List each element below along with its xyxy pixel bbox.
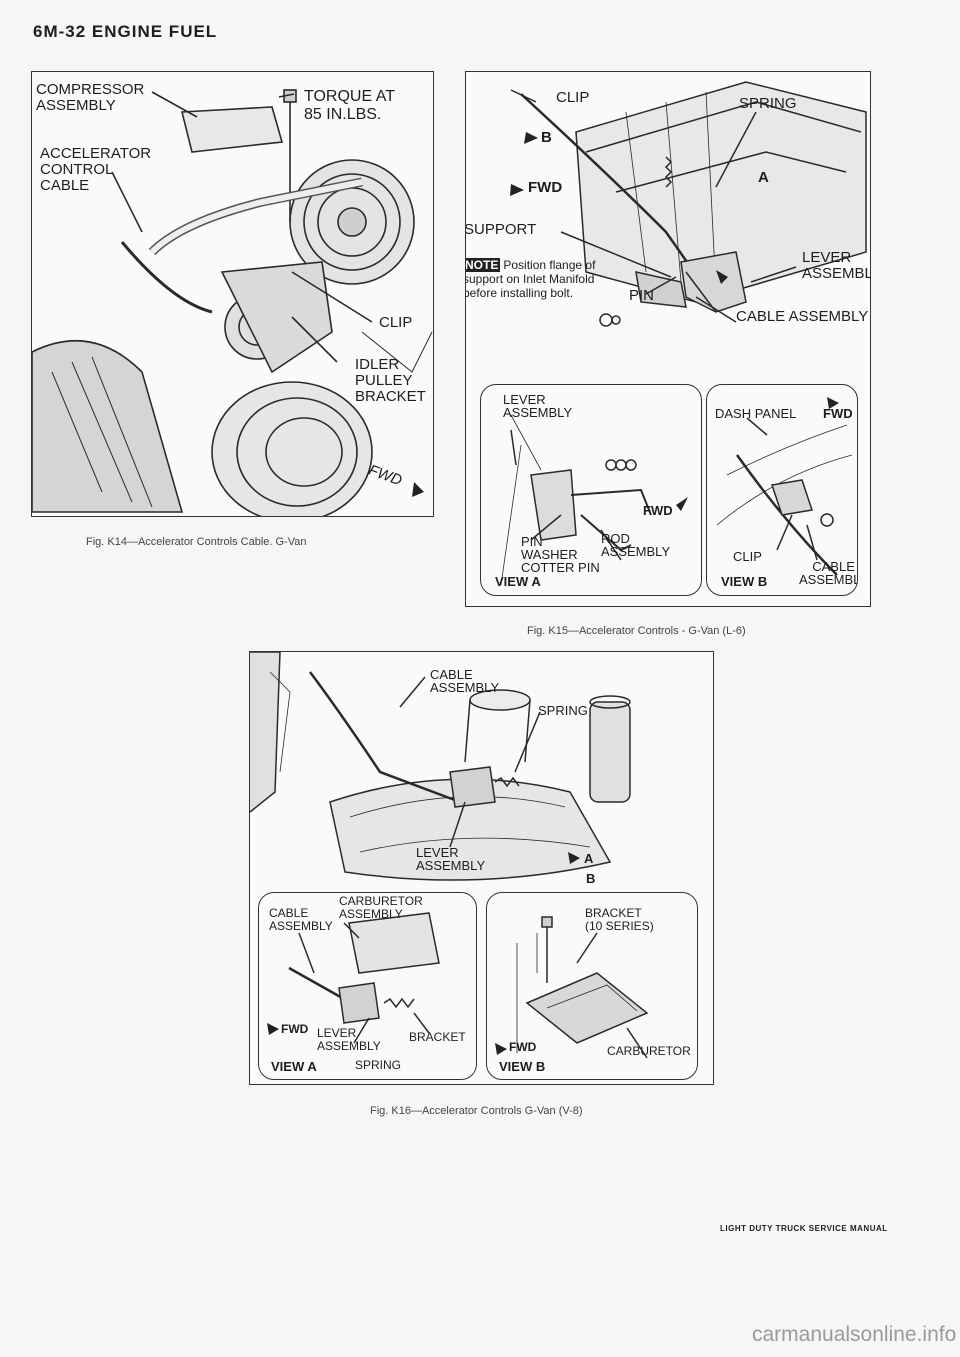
view-b-label-dash: DASH PANEL	[715, 406, 797, 421]
k14-illustration	[32, 89, 433, 516]
view-a-fwd-arrow-icon	[676, 497, 688, 511]
k16-view-a-label-cable: CABLE ASSEMBLY	[269, 906, 333, 933]
page-header: 6M-32 ENGINE FUEL	[33, 22, 218, 41]
k15-label-lever: LEVER ASSEMBLY	[802, 249, 870, 282]
view-a-label-washer: WASHER	[521, 547, 578, 562]
k16-view-b-label-carb: CARBURETOR	[607, 1044, 691, 1058]
k15-label-support: SUPPORT	[465, 221, 537, 238]
k16-label-cable: CABLE ASSEMBLY	[430, 667, 500, 695]
k15-arrow-b-icon	[524, 132, 538, 144]
manual-footer: LIGHT DUTY TRUCK SERVICE MANUAL	[720, 1224, 888, 1233]
view-a-label-pin: PIN	[521, 534, 543, 549]
view-b-label-cable: CABLE ASSEMBLY	[799, 559, 857, 587]
figure-k14: COMPRESSOR ASSEMBLY TORQUE AT 85 IN.LBS.…	[31, 71, 434, 517]
k14-label-torque: TORQUE AT 85 IN.LBS.	[304, 88, 395, 123]
k16-view-a: CABLE ASSEMBLY CARBURETOR ASSEMBLY FWD L…	[258, 892, 477, 1080]
view-a-label-rod: ROD ASSEMBLY	[601, 531, 671, 559]
k15-view-b-illustration	[716, 397, 853, 576]
k14-label-idler: IDLER PULLEY BRACKET	[355, 356, 426, 405]
k16-label-b: B	[586, 871, 596, 886]
k15-note-tag: NOTE	[465, 258, 501, 272]
k16-view-a-label-spring: SPRING	[355, 1058, 402, 1072]
k16-label-a: A	[584, 851, 594, 866]
fwd-arrow-icon	[412, 482, 424, 497]
k15-label-spring: SPRING	[739, 95, 797, 112]
k16-view-b-label-bracket: BRACKET (10 SERIES)	[585, 906, 654, 933]
k15-label-a: A	[758, 169, 769, 186]
k16-view-b: BRACKET (10 SERIES) FWD CARBURETOR VIEW …	[486, 892, 698, 1080]
k15-view-a-illustration	[500, 414, 688, 586]
k15-label-b: B	[541, 129, 552, 146]
k15-label-fwd: FWD	[528, 179, 563, 196]
k16-view-a-illustration	[267, 912, 440, 1044]
k15-view-b: DASH PANEL FWD CLIP CABLE ASSEMBLY VIEW …	[706, 384, 858, 596]
k15-label-cable-assembly: CABLE ASSEMBLY	[736, 308, 869, 325]
figure-k16: CABLE ASSEMBLY SPRING LEVER ASSEMBLY A B…	[249, 651, 714, 1085]
figure-k15: CLIP B SPRING FWD A SUPPORT LEVER ASSEMB…	[465, 71, 871, 607]
k16-label-lever: LEVER ASSEMBLY	[416, 845, 486, 873]
k16-view-b-title: VIEW B	[499, 1059, 546, 1074]
k16-view-a-label-bracket: BRACKET	[409, 1030, 466, 1044]
view-a-label-cotter: COTTER PIN	[521, 560, 600, 575]
k16-illustration	[250, 652, 631, 881]
k14-label-clip: CLIP	[379, 314, 413, 331]
k16-view-b-illustration	[495, 916, 649, 1059]
watermark: carmanualsonline.info	[752, 1323, 957, 1346]
k15-label-clip: CLIP	[556, 89, 590, 106]
k16-caption: Fig. K16—Accelerator Controls G-Van (V-8…	[370, 1105, 583, 1117]
view-b-label-clip: CLIP	[733, 549, 762, 564]
k15-fwd-arrow-icon	[510, 184, 524, 196]
k16-view-a-fwd-arrow-icon	[267, 1023, 279, 1035]
k16-view-a-title: VIEW A	[271, 1059, 317, 1074]
k15-view-a: LEVER ASSEMBLY FWD PIN WASHER COTTER PIN…	[480, 384, 702, 596]
k16-view-b-fwd-arrow-icon	[495, 1043, 507, 1055]
k16-view-b-label-fwd: FWD	[509, 1040, 537, 1054]
view-a-label-fwd: FWD	[643, 503, 673, 518]
k16-view-a-label-fwd: FWD	[281, 1022, 309, 1036]
k15-illustration	[510, 81, 867, 327]
k16-view-a-label-carb: CARBURETOR ASSEMBLY	[339, 894, 423, 921]
k15-caption: Fig. K15—Accelerator Controls - G-Van (L…	[527, 625, 746, 637]
view-a-label-lever: LEVER ASSEMBLY	[503, 392, 573, 420]
k14-label-accelerator-cable: ACCELERATOR CONTROL CABLE	[40, 145, 152, 194]
k15-arrow-a-icon	[716, 270, 728, 284]
k15-note-text: Position flange of support on Inlet Mani…	[465, 258, 596, 300]
k14-caption: Fig. K14—Accelerator Controls Cable. G-V…	[86, 536, 307, 548]
k16-label-spring: SPRING	[538, 703, 588, 718]
k14-label-compressor: COMPRESSOR ASSEMBLY	[36, 81, 145, 114]
view-b-title: VIEW B	[721, 574, 768, 589]
view-b-fwd-arrow-icon	[827, 397, 839, 409]
view-a-title: VIEW A	[495, 574, 541, 589]
k15-label-pin: PIN	[629, 287, 655, 304]
k16-arrow-a-icon	[568, 852, 580, 864]
view-b-label-fwd: FWD	[823, 406, 853, 421]
k16-view-a-label-lever: LEVER ASSEMBLY	[317, 1026, 381, 1053]
